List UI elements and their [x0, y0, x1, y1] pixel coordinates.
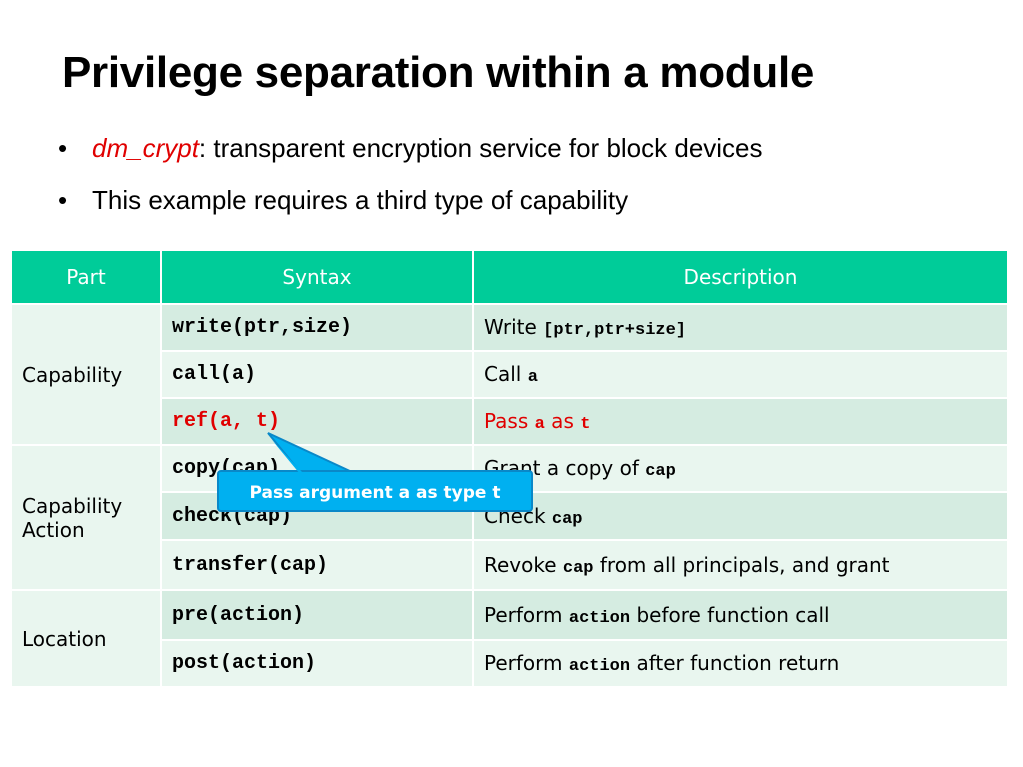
description-text: from all principals, and grant: [593, 552, 890, 577]
description-cell: Perform action after function return: [472, 639, 1009, 688]
slide-title: Privilege separation within a module: [62, 48, 815, 97]
description-text: Pass: [484, 409, 535, 433]
description-text: before function call: [630, 602, 830, 627]
table-row: Capability write(ptr,size) Write [ptr,pt…: [10, 303, 1009, 446]
syntax-cell: transfer(cap): [160, 539, 474, 591]
description-cell: Write [ptr,ptr+size]: [472, 303, 1009, 352]
description-cell: Pass a as t: [472, 397, 1009, 446]
part-label-line: Action: [22, 517, 85, 542]
header-syntax: Syntax: [160, 249, 474, 305]
description-text: Call: [484, 362, 528, 386]
capability-table: Part Syntax Description Capability write…: [10, 249, 1009, 688]
description-cell: Revoke cap from all principals, and gran…: [472, 539, 1009, 591]
table-row: call(a) Call a: [11, 350, 1009, 399]
callout-box: Pass argument a as type t: [217, 470, 533, 512]
table-row: ref(a, t) Pass a as t: [11, 397, 1009, 446]
description-text: as: [544, 409, 581, 433]
table-header-row: Part Syntax Description: [10, 249, 1009, 305]
bullet-highlight: dm_crypt: [92, 133, 199, 163]
description-code: action: [568, 657, 631, 676]
description-cell: Check cap: [472, 491, 1009, 541]
syntax-cell: ref(a, t): [160, 397, 474, 446]
table-row: transfer(cap) Revoke cap from all princi…: [11, 539, 1009, 591]
description-code: action: [568, 608, 631, 628]
syntax-cell: call(a): [160, 350, 474, 399]
bullet-item: • This example requires a third type of c…: [58, 185, 763, 215]
syntax-cell: post(action): [160, 639, 474, 688]
header-description: Description: [472, 249, 1009, 305]
description-code: [ptr,ptr+size]: [543, 321, 686, 340]
description-cell: Call a: [472, 350, 1009, 399]
table-row: post(action) Perform action after functi…: [11, 639, 1009, 688]
bullet-text: : transparent encryption service for blo…: [198, 133, 763, 163]
description-text: Write: [484, 315, 544, 339]
description-code: cap: [562, 558, 594, 578]
bullet-text: This example requires a third type of ca…: [92, 185, 629, 215]
description-text: Perform: [484, 602, 569, 627]
description-cell: Perform action before function call: [472, 589, 1009, 641]
part-capability: Capability: [10, 303, 162, 446]
description-code: cap: [645, 462, 676, 481]
bullet-item: • dm_crypt: transparent encryption servic…: [58, 133, 763, 163]
header-part: Part: [10, 249, 162, 305]
description-code: t: [580, 415, 591, 434]
description-text: Perform: [484, 651, 569, 675]
part-label-line: Capability: [22, 493, 123, 518]
bullet-dot: •: [58, 185, 68, 215]
syntax-cell: pre(action): [160, 589, 474, 641]
description-text: Revoke: [484, 552, 563, 577]
syntax-cell: write(ptr,size): [160, 303, 474, 352]
table-row: Location pre(action) Perform action befo…: [10, 589, 1009, 688]
description-text: after function return: [630, 651, 840, 675]
bullet-dot: •: [58, 133, 68, 163]
description-code: a: [527, 368, 538, 387]
bullet-list: • dm_crypt: transparent encryption servic…: [58, 133, 763, 237]
description-code: a: [534, 415, 545, 434]
description-cell: Grant a copy of cap: [472, 444, 1009, 493]
description-code: cap: [551, 509, 583, 529]
part-location: Location: [10, 589, 162, 688]
